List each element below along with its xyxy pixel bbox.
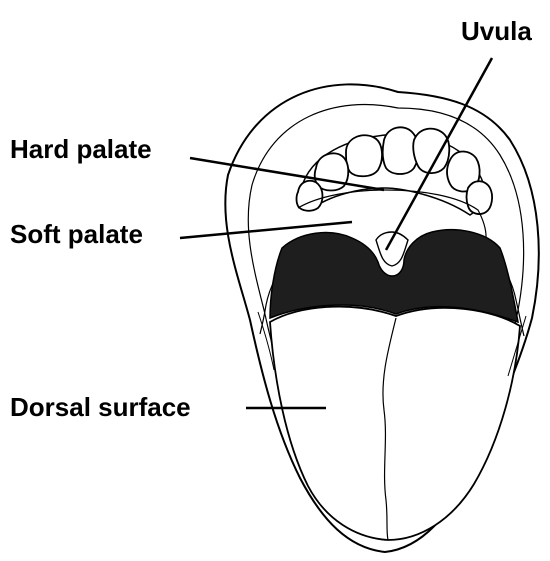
tooth — [467, 181, 493, 214]
tooth — [346, 135, 382, 176]
hard-palate-label: Hard palate — [10, 134, 152, 164]
uvula-label: Uvula — [461, 16, 532, 46]
tongue — [270, 307, 520, 540]
dorsal-surface-label: Dorsal surface — [10, 392, 191, 422]
soft-palate-label: Soft palate — [10, 219, 143, 249]
